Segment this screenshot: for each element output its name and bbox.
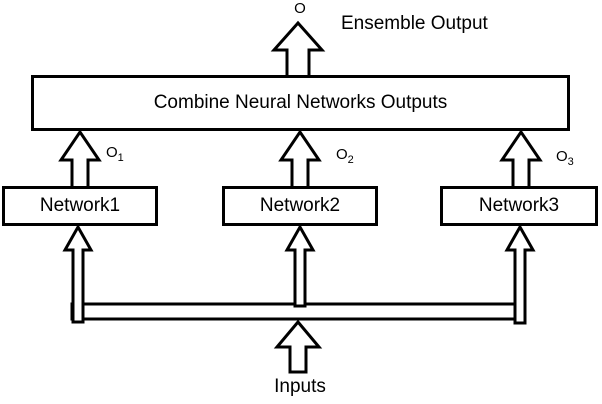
network1-to-combine-arrow xyxy=(58,129,102,190)
combine-outputs-box: Combine Neural Networks Outputs xyxy=(31,75,570,131)
network3-output-label: O3 xyxy=(556,148,574,168)
network3-to-combine-arrow xyxy=(499,129,543,190)
network3-output-subscript: 3 xyxy=(567,156,574,168)
bar-to-network2-arrow xyxy=(284,223,316,308)
ensemble-output-symbol: O xyxy=(294,0,306,17)
inputs-label: Inputs xyxy=(274,376,326,397)
network3-box: Network3 xyxy=(440,186,598,226)
network1-output-label: O1 xyxy=(106,144,124,164)
network3-box-label: Network3 xyxy=(478,195,560,216)
network1-output-subscript: 1 xyxy=(117,152,124,164)
combine-outputs-box-label: Combine Neural Networks Outputs xyxy=(153,92,448,113)
network1-output-base: O xyxy=(106,144,118,161)
network2-output-subscript: 2 xyxy=(347,154,354,166)
ensemble-output-title: Ensemble Output xyxy=(341,13,488,34)
bar-to-network1-arrow xyxy=(62,223,94,324)
inputs-arrow xyxy=(273,319,323,374)
network2-output-label: O2 xyxy=(336,146,354,166)
combine-to-output-arrow xyxy=(270,20,326,79)
network2-box: Network2 xyxy=(222,186,378,226)
network1-box: Network1 xyxy=(2,186,158,226)
bar-to-network3-arrow xyxy=(504,223,536,325)
network2-box-label: Network2 xyxy=(259,195,341,216)
network3-output-base: O xyxy=(556,148,568,165)
network2-output-base: O xyxy=(336,146,348,163)
network2-to-combine-arrow xyxy=(278,129,322,190)
network1-box-label: Network1 xyxy=(39,195,121,216)
